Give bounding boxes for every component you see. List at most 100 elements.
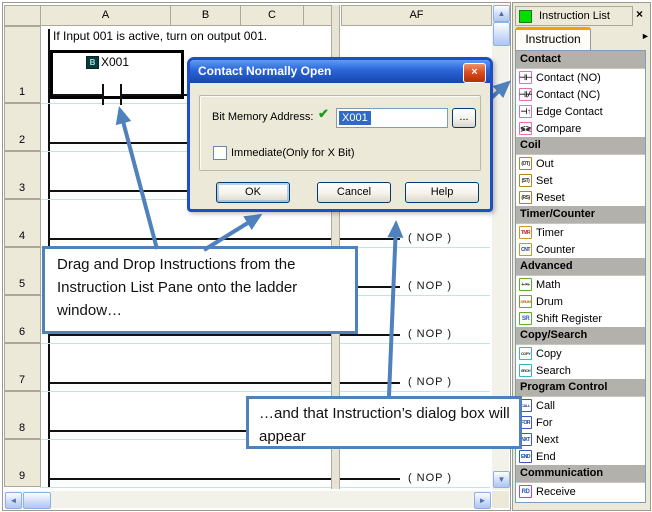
- row-number-6: 6: [18, 326, 26, 338]
- panel-close-icon[interactable]: ×: [636, 7, 644, 21]
- instruction-list: Contact⊣⊢Contact (NO)⊣⊬Contact (NC)⊣↑Edg…: [515, 50, 646, 503]
- instruction-item-label: Contact (NO): [536, 71, 601, 84]
- vertical-scrollbar[interactable]: [492, 4, 509, 490]
- instruction-item-label: Send: [536, 503, 562, 504]
- shift-register-icon: SR: [519, 312, 532, 325]
- instruction-item-label: Call: [536, 399, 555, 412]
- timer-icon: TMR: [519, 226, 532, 239]
- column-header-A[interactable]: A: [40, 5, 171, 26]
- immediate-checkbox[interactable]: [213, 146, 227, 160]
- instruction-item-label: Out: [536, 157, 554, 170]
- row-number-5: 5: [18, 278, 26, 290]
- ok-button[interactable]: OK: [216, 182, 290, 203]
- dialog-close-icon[interactable]: ×: [463, 63, 486, 83]
- row-header-9[interactable]: [4, 439, 41, 487]
- section-header-advanced: Advanced: [516, 258, 645, 276]
- counter-icon: CNT: [519, 243, 532, 256]
- instruction-item-label: Receive: [536, 485, 576, 498]
- horizontal-scrollbar[interactable]: [4, 491, 491, 508]
- column-header-AF[interactable]: AF: [341, 5, 492, 26]
- nop-coil-row-7[interactable]: ( NOP ): [400, 376, 460, 388]
- instruction-item-set[interactable]: (ST)Set: [516, 172, 645, 189]
- row-separator-line: [40, 391, 490, 392]
- row-header-3[interactable]: [4, 151, 41, 199]
- row-header-1[interactable]: [4, 26, 41, 103]
- panel-title-bar: Instruction List: [515, 6, 633, 26]
- browse-button[interactable]: ...: [452, 108, 476, 128]
- row-header-8[interactable]: [4, 391, 41, 439]
- nop-coil-row-5[interactable]: ( NOP ): [400, 280, 460, 292]
- nop-coil-row-4[interactable]: ( NOP ): [400, 232, 460, 244]
- instruction-item-send[interactable]: SDSend: [516, 500, 645, 504]
- section-header-contact: Contact: [516, 51, 645, 69]
- instruction-item-label: Math: [536, 278, 561, 291]
- dialog-group-box: [199, 95, 481, 171]
- section-header-program-control: Program Control: [516, 379, 645, 397]
- annotation-drag-drop: Drag and Drop Instructions from the Inst…: [42, 246, 358, 334]
- instruction-item-contact-no-[interactable]: ⊣⊢Contact (NO): [516, 69, 645, 86]
- instruction-item-shift-register[interactable]: SR Shift Register: [516, 310, 645, 327]
- scroll-right-button[interactable]: ►: [474, 492, 491, 509]
- row-header-7[interactable]: [4, 343, 41, 391]
- help-button[interactable]: Help: [405, 182, 479, 203]
- vertical-scroll-thumb[interactable]: [493, 22, 510, 46]
- scroll-left-button[interactable]: ◄: [5, 492, 22, 509]
- instruction-item-math[interactable]: +-×÷Math: [516, 276, 645, 293]
- dialog-title-bar[interactable]: Contact Normally Open: [190, 60, 490, 83]
- instruction-item-label: Shift Register: [536, 312, 603, 325]
- row-header-6[interactable]: [4, 295, 41, 343]
- row-separator-line: [40, 343, 490, 344]
- edge-contact-icon: ⊣↑: [519, 105, 532, 118]
- instruction-item-label: Reset: [536, 191, 565, 204]
- instruction-item-reset[interactable]: (RS) Reset: [516, 189, 645, 206]
- instruction-item-contact-nc-[interactable]: ⊣⊬Contact (NC): [516, 86, 645, 103]
- bit-memory-address-input[interactable]: X001: [336, 108, 448, 128]
- selected-contact-element[interactable]: [50, 50, 184, 99]
- contact-operand-label: B X001: [86, 55, 129, 69]
- reset-coil-icon: (RS): [519, 191, 532, 204]
- row-number-7: 7: [18, 374, 26, 386]
- horizontal-scroll-thumb[interactable]: [23, 492, 51, 509]
- instruction-item-edge-contact[interactable]: ⊣↑Edge Contact: [516, 103, 645, 120]
- section-header-timer-counter: Timer/Counter: [516, 206, 645, 224]
- column-header-blank-0[interactable]: [4, 5, 41, 26]
- search-icon: SRCH: [519, 364, 532, 377]
- scroll-up-button[interactable]: ▲: [493, 5, 510, 22]
- tab-instruction[interactable]: Instruction: [515, 27, 591, 51]
- row-header-4[interactable]: [4, 199, 41, 247]
- rung-line: [48, 238, 404, 240]
- row-header-2[interactable]: [4, 103, 41, 151]
- tab-overflow-icon[interactable]: ►: [641, 31, 650, 41]
- contact-bar-left: [102, 84, 104, 105]
- cancel-button[interactable]: Cancel: [317, 182, 391, 203]
- scroll-down-button[interactable]: ▼: [493, 471, 510, 488]
- bit-type-icon: B: [86, 55, 99, 69]
- instruction-item-label: Compare: [536, 122, 582, 135]
- row-header-5[interactable]: [4, 247, 41, 295]
- instruction-item-out[interactable]: (OT)Out: [516, 155, 645, 172]
- column-header-blank-4[interactable]: [303, 5, 332, 26]
- dialog-title: Contact Normally Open: [198, 64, 332, 78]
- column-header-B[interactable]: B: [170, 5, 241, 26]
- instruction-item-label: For: [536, 416, 553, 429]
- row-number-8: 8: [18, 422, 26, 434]
- nop-coil-row-9[interactable]: ( NOP ): [400, 472, 460, 484]
- row-separator-line: [40, 487, 490, 488]
- section-header-copy-search: Copy/Search: [516, 327, 645, 345]
- rung-comment[interactable]: If Input 001 is active, turn on output 0…: [53, 29, 268, 43]
- nop-coil-row-6[interactable]: ( NOP ): [400, 328, 460, 340]
- rung-line: [48, 478, 404, 480]
- instruction-item-compare[interactable]: ≶≷Compare: [516, 120, 645, 137]
- column-header-C[interactable]: C: [240, 5, 304, 26]
